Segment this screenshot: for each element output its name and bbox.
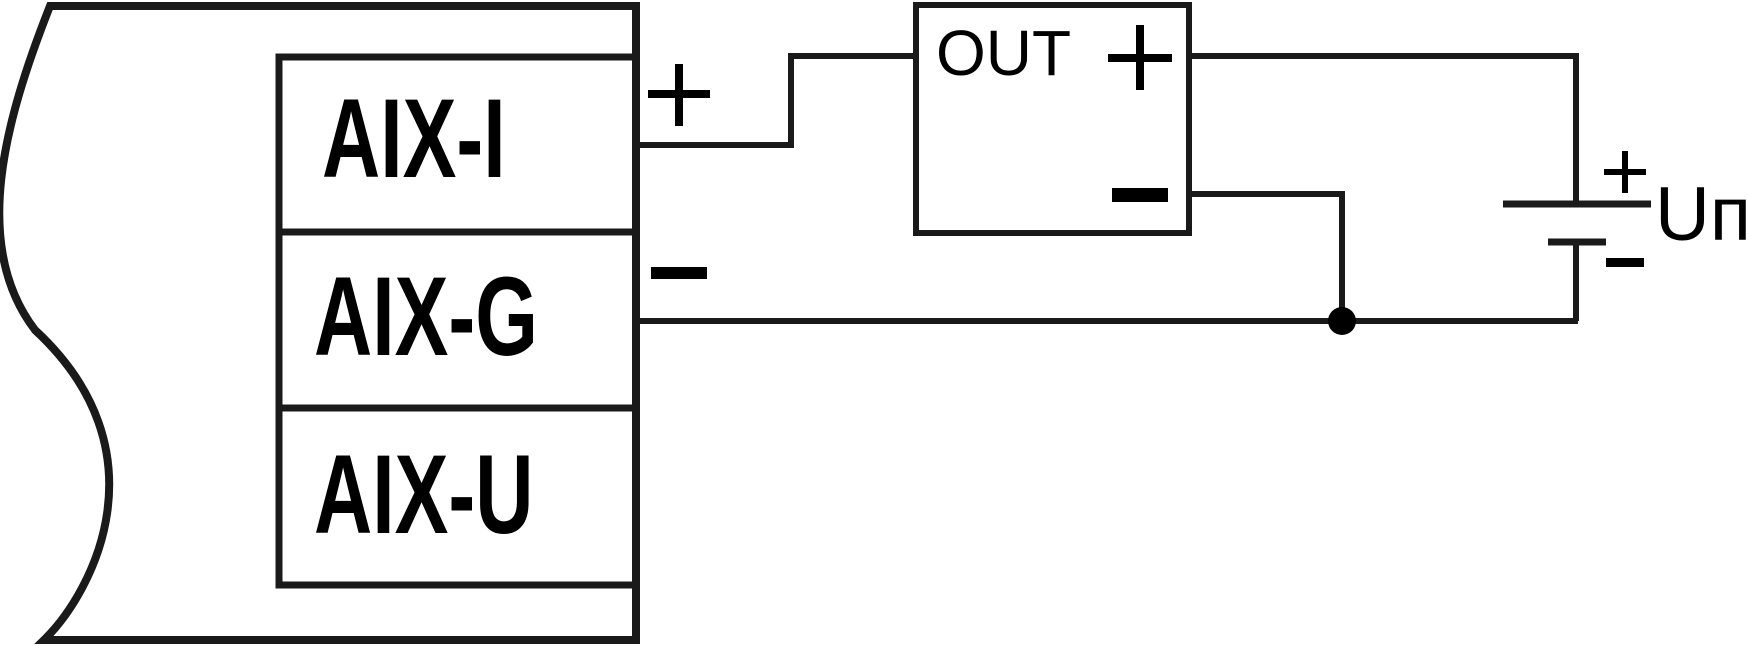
wire-signal-aix-i-to-sensor: [636, 53, 916, 148]
terminal-label-aix-i: AIX-I: [322, 76, 506, 201]
wire-sensor-minus-to-common: [1189, 191, 1345, 321]
terminal-label-aix-u: AIX-U: [314, 432, 533, 557]
minus-sign-sensor: [1112, 188, 1168, 202]
plus-sign-supply: [1604, 151, 1646, 193]
wire-sensor-plus-to-supply: [1189, 53, 1579, 204]
plus-sign-sensor: [1108, 25, 1172, 90]
sensor-output-label: OUT: [936, 17, 1071, 89]
minus-sign-supply: [1606, 258, 1644, 267]
terminal-label-aix-g: AIX-G: [314, 254, 538, 379]
junction-dot: [1328, 307, 1356, 335]
minus-sign-device: [651, 267, 707, 279]
supply-voltage-label: Uп: [1655, 172, 1748, 257]
plus-sign-device: [648, 64, 710, 126]
sensor-box: [913, 2, 1192, 236]
device-housing: [0, 1, 640, 644]
